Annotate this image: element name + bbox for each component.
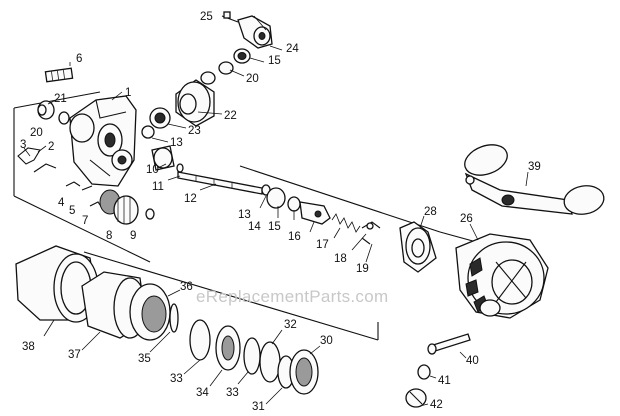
side-cover-part-26	[455, 233, 549, 319]
callout-7: 7	[82, 215, 88, 227]
callout-10: 10	[146, 164, 159, 176]
pin-part-6	[44, 67, 74, 83]
callout-8: 8	[106, 230, 112, 242]
callout-30: 30	[320, 335, 333, 347]
washer-part-32	[259, 341, 281, 383]
nut-part-42	[405, 388, 427, 408]
callout-33-left: 33	[170, 373, 183, 385]
callout-9: 9	[130, 230, 136, 242]
callout-24: 24	[286, 43, 299, 55]
callout-40: 40	[466, 355, 479, 367]
callout-17: 17	[316, 239, 329, 251]
washer-part-20-top	[200, 61, 234, 85]
callout-28: 28	[424, 206, 437, 218]
callout-13-bottom: 13	[238, 209, 251, 221]
ring-part-11	[176, 163, 184, 173]
clip-parts-2-3	[17, 147, 57, 173]
callout-26: 26	[460, 213, 473, 225]
callout-39: 39	[528, 161, 541, 173]
callout-20-left: 20	[30, 127, 43, 139]
clip-part-18	[361, 221, 381, 230]
callout-2: 2	[48, 141, 54, 153]
spacer-part-14	[266, 187, 286, 209]
screw-part-19	[361, 237, 371, 245]
callout-41: 41	[438, 375, 451, 387]
callout-20-top: 20	[246, 73, 259, 85]
callout-34: 34	[196, 387, 209, 399]
callout-18: 18	[334, 253, 347, 265]
spring-part-17	[331, 213, 361, 233]
callout-36: 36	[180, 281, 193, 293]
washer-part-41	[417, 364, 431, 380]
callout-13-top: 13	[170, 137, 183, 149]
callout-1: 1	[125, 87, 131, 99]
pawl-part-16	[299, 201, 331, 225]
leader-lines	[23, 15, 529, 407]
callout-32: 32	[284, 319, 297, 331]
screw-part-25	[221, 11, 239, 23]
ring-part-13-top	[141, 125, 155, 139]
callout-16: 16	[288, 231, 301, 243]
washer-part-33-a	[189, 319, 211, 361]
callout-15-top: 15	[268, 55, 281, 67]
washer-part-33-b	[243, 337, 261, 375]
callout-42: 42	[430, 399, 443, 411]
callout-31: 31	[252, 401, 265, 413]
callout-35: 35	[138, 353, 151, 365]
handle-part-39	[464, 144, 605, 215]
bushing-part-15-top	[233, 48, 251, 64]
callout-33-right: 33	[226, 387, 239, 399]
callout-22: 22	[224, 110, 237, 122]
callouts: 1 2 3 4 5 6 7 8 9 10 11 12 13 13 14 15 1…	[20, 11, 541, 413]
callout-25: 25	[200, 11, 213, 23]
main-frame-part-1	[69, 95, 137, 187]
handle-shaft-part-40	[427, 333, 471, 355]
main-shaft-part-12	[177, 171, 263, 195]
washer-part-15	[287, 196, 301, 212]
clip-part-9	[145, 208, 155, 220]
washer-part-20-left	[58, 111, 70, 125]
bell-housing-part-22	[175, 79, 215, 127]
bearing-part-23	[149, 107, 171, 129]
callout-37: 37	[68, 349, 81, 361]
drive-gear-part-30	[289, 349, 319, 395]
callout-11: 11	[152, 181, 164, 193]
callout-6: 6	[76, 53, 82, 65]
callout-15-bottom: 15	[268, 221, 281, 233]
bushing-part-21	[37, 100, 55, 120]
callout-23: 23	[188, 125, 201, 137]
bushing-part-10	[151, 145, 175, 171]
watermark-text: eReplacementParts.com	[196, 287, 388, 306]
callout-38: 38	[22, 341, 35, 353]
callout-21: 21	[54, 93, 67, 105]
callout-12: 12	[184, 193, 197, 205]
drag-ring-part-36	[129, 283, 171, 341]
bracket-part-24	[237, 15, 273, 49]
pinion-gear-part-8	[99, 189, 139, 225]
gear-part-34	[215, 325, 241, 371]
callout-19: 19	[356, 263, 369, 275]
end-cap-part-28	[399, 221, 437, 273]
clip-part-35	[169, 303, 179, 333]
callout-5: 5	[69, 205, 75, 217]
callout-3: 3	[20, 139, 26, 151]
callout-14: 14	[248, 221, 261, 233]
callout-4: 4	[58, 197, 65, 209]
